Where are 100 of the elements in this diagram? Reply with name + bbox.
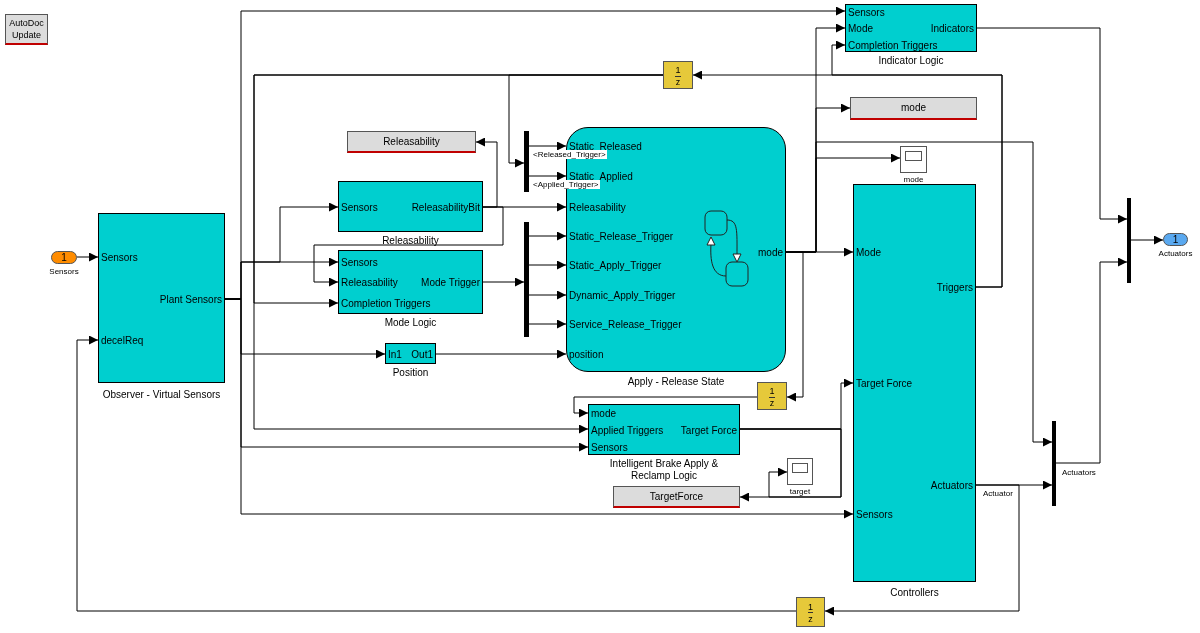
port-label: Target Force: [680, 425, 737, 437]
port-label: Completion Triggers: [848, 40, 938, 52]
block-title: Actuators: [1157, 248, 1194, 260]
display-block: [347, 131, 476, 153]
signal-line: [528, 319, 567, 329]
unit-delay-block: [796, 597, 825, 627]
edge-label: <Released_Trigger>: [532, 150, 607, 159]
display-block: [850, 97, 977, 120]
signal-line: [253, 74, 664, 308]
signal-line: [475, 137, 498, 208]
port-label: decelReq: [101, 335, 144, 347]
delay-label: z: [807, 613, 814, 625]
signal-line: [785, 251, 804, 402]
port-label: Completion Triggers: [341, 298, 431, 310]
port-label: Indicators: [930, 23, 974, 35]
port-label: Static_Applied: [569, 171, 633, 182]
port-number: 1: [1171, 233, 1180, 246]
block-title: Position: [391, 367, 430, 379]
port-label: Applied Triggers: [591, 425, 664, 437]
port-label: Sensors: [856, 509, 893, 521]
display-value: TargetForce: [648, 490, 705, 503]
signal-line: [976, 27, 1128, 224]
block-title: Actuators: [1062, 467, 1096, 479]
port-label: Sensors: [848, 7, 885, 19]
signal-line: [573, 396, 758, 418]
signal-line: [76, 335, 797, 612]
signal-line: [482, 277, 525, 287]
subsystem-block: [588, 404, 740, 455]
subsystem-block: [98, 213, 225, 383]
port-number: 1: [60, 251, 68, 264]
block-title: Observer - Virtual Sensors: [101, 389, 222, 401]
edge-label: Actuator: [982, 489, 1014, 498]
port-label: Mode Trigger: [421, 277, 480, 289]
scope-block: [900, 146, 927, 173]
block-title: Indicator Logic: [877, 55, 945, 67]
signal-line: [528, 260, 567, 270]
port-label: Static_Released: [569, 141, 642, 152]
delay-label: 1: [768, 385, 776, 397]
display-value: Releasability: [382, 135, 441, 148]
port-label: Releasability: [569, 202, 626, 214]
block-title: mode: [902, 174, 925, 186]
subsystem-block: [338, 181, 483, 232]
port-label: Dynamic_Apply_Trigger: [569, 290, 676, 302]
port-label: Out1: [411, 349, 433, 361]
unit-delay-block: [757, 382, 787, 410]
port-label: Mode: [856, 247, 881, 259]
signal-line: [528, 171, 567, 181]
inport-block: [51, 251, 77, 264]
port-label: Static_Apply_Trigger: [569, 260, 662, 272]
delay-label: z: [674, 76, 682, 88]
delay-label: 1: [674, 64, 682, 76]
scope-block: [787, 458, 813, 485]
delay-label: 1: [807, 601, 814, 613]
port-label: Plant Sensors: [159, 294, 222, 306]
unit-delay-block: [663, 61, 693, 89]
mux-bar: [1052, 421, 1056, 506]
signal-line: [831, 40, 1003, 288]
port-label: Sensors: [101, 252, 138, 264]
subsystem-block: [853, 184, 976, 582]
signal-line: [824, 484, 1020, 616]
signal-line: [435, 349, 567, 359]
subsystem-block: [338, 250, 483, 314]
port-label: Triggers: [936, 282, 973, 294]
delay-label: z: [768, 397, 776, 409]
block-title: Sensors: [48, 266, 80, 278]
edge-label: <Applied_Trigger>: [532, 180, 600, 189]
port-label: position: [569, 349, 604, 361]
block-title: Releasability: [381, 235, 440, 247]
port-label: mode: [591, 408, 616, 420]
signal-line: [528, 141, 567, 151]
subsystem-block: [845, 4, 977, 52]
signal-line: [528, 231, 567, 241]
mux-bar: [1127, 198, 1131, 283]
signal-line: [313, 206, 504, 287]
mux-bar: [524, 222, 529, 337]
port-label: Service_Release_Trigger: [569, 319, 682, 331]
signal-line: [1055, 257, 1128, 464]
signal-line: [528, 290, 567, 300]
port-label: ReleasabilityBit: [411, 202, 480, 214]
mux-bar: [524, 131, 529, 192]
block-title: Intelligent Brake Apply & Reclamp Logic: [608, 458, 720, 482]
signal-line: [76, 252, 99, 262]
subsystem-block: [385, 343, 436, 364]
port-label: Static_Release_Trigger: [569, 231, 674, 243]
outport-block: [1163, 233, 1188, 246]
port-label: Actuators: [930, 480, 973, 492]
port-label: Releasability: [341, 277, 398, 289]
block-title: Apply - Release State: [626, 376, 726, 388]
signal-line: [1130, 235, 1164, 245]
port-label: Sensors: [341, 257, 378, 269]
block-title: Controllers: [889, 587, 940, 599]
port-label: Sensors: [591, 442, 628, 454]
port-label: Sensors: [341, 202, 378, 214]
port-label: mode: [758, 247, 783, 259]
display-block: [613, 486, 740, 508]
block-title: Mode Logic: [383, 317, 438, 329]
port-label: Target Force: [856, 378, 913, 390]
port-label: In1: [388, 349, 402, 361]
display-value: mode: [900, 102, 927, 114]
block-label: AutoDoc Update: [8, 17, 45, 41]
